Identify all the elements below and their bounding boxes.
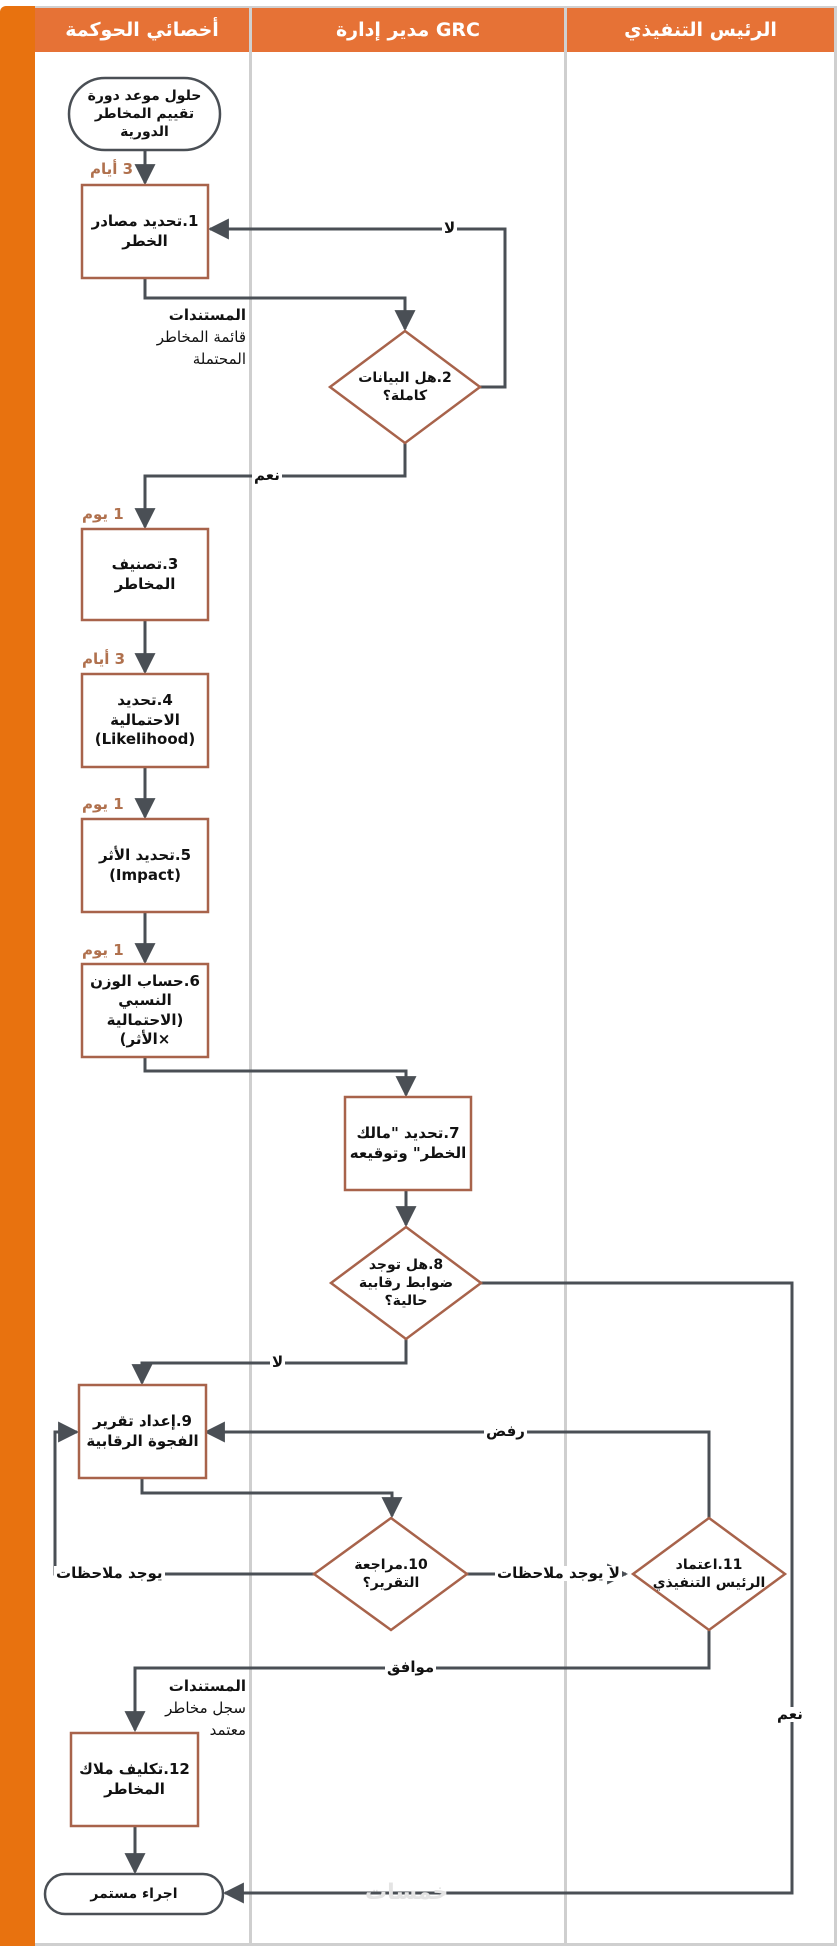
bottom-border xyxy=(35,1943,837,1946)
process-box-3 xyxy=(80,527,210,622)
process-step-3: 3.تصنيف المخاطر xyxy=(111,555,179,593)
process-step-5: 5.تحديد الأثر (Impact) xyxy=(98,846,192,884)
decision-step-2: 2.هل البيانات كاملة؟ xyxy=(358,369,452,404)
documents-note-2: المستندات سجل مخاطر معتمد xyxy=(140,1676,246,1741)
documents-title: المستندات xyxy=(168,1677,246,1695)
end-terminal-shape xyxy=(43,1872,225,1916)
process-step-9: 9.إعداد تقرير الفجوة الرقابية xyxy=(86,1412,199,1450)
edge-label-n10-has-notes: يوجد ملاحظات xyxy=(54,1564,165,1582)
edge-label-n2-no: لا xyxy=(442,219,458,237)
process-step-6: 6.حساب الوزن النسبي (الاحتمالية ×الأثر) xyxy=(90,971,200,1049)
connector-n8-yes xyxy=(222,1281,794,1904)
lane-header-grc: مدير إدارة GRC xyxy=(252,6,567,52)
duration-step-5: 1 يوم xyxy=(82,795,124,813)
connector-n9-n10 xyxy=(140,1478,403,1519)
process-step-4: 4.تحديد الاحتمالية (Likelihood) xyxy=(94,691,196,749)
connector-n1-n2 xyxy=(143,278,416,332)
end-terminal: اجراء مستمر xyxy=(90,1885,178,1902)
connector-n2-yes xyxy=(134,443,407,530)
edge-label-n8-yes: نعم xyxy=(775,1705,805,1723)
decision-step-10: 10.مراجعة التقرير؟ xyxy=(354,1556,428,1591)
decision-step-11: 11.اعتماد الرئيس التنفيذي xyxy=(652,1556,766,1591)
connector-n2-no xyxy=(207,218,507,389)
process-box-12 xyxy=(69,1731,200,1828)
decision-diamond-2 xyxy=(327,329,483,445)
duration-step-3: 1 يوم xyxy=(82,505,124,523)
process-box-6 xyxy=(80,962,210,1059)
edge-label-n11-reject: رفض xyxy=(484,1422,527,1440)
start-terminal: حلول موعد دورة تقييم المخاطر الدورية xyxy=(87,87,202,141)
lane-governance xyxy=(35,52,252,1946)
documents-note-1: المستندات قائمة المخاطر المحتملة xyxy=(140,305,246,370)
process-box-5 xyxy=(80,817,210,914)
process-step-7: 7.تحديد "مالك الخطر" وتوقيعه xyxy=(349,1124,467,1162)
lane-title: أخصائي الحوكمة xyxy=(65,19,219,41)
process-box-7 xyxy=(343,1095,473,1192)
process-box-4 xyxy=(80,672,210,769)
process-box-9 xyxy=(77,1383,208,1480)
edge-label-n10-no-notes: لا يوجد ملاحظات xyxy=(495,1564,622,1582)
decision-diamond-8 xyxy=(328,1225,484,1341)
connector-n10-has-notes xyxy=(53,1421,314,1576)
document-line: المحتملة xyxy=(192,349,246,368)
documents-title: المستندات xyxy=(168,306,246,324)
lane-title: مدير إدارة GRC xyxy=(335,19,481,41)
lane-header-governance: أخصائي الحوكمة xyxy=(35,6,252,52)
edge-label-n8-no: لا xyxy=(270,1353,286,1371)
edge-label-n11-approve: موافق xyxy=(385,1658,437,1676)
document-line: معتمد xyxy=(209,1720,246,1739)
edge-label-n2-yes: نعم xyxy=(252,466,282,484)
document-line: قائمة المخاطر xyxy=(156,327,246,346)
start-terminal-shape xyxy=(67,76,222,152)
watermark: خمسات xyxy=(365,1880,449,1905)
decision-diamond-11 xyxy=(630,1516,788,1632)
process-step-12: 12.تكليف ملاك المخاطر xyxy=(79,1760,190,1798)
decision-step-8: 8.هل توجد ضوابط رقابية حالية؟ xyxy=(358,1256,454,1310)
side-accent-bar xyxy=(0,6,35,1946)
lane-title: الرئيس التنفيذي xyxy=(624,19,777,41)
decision-diamond-10 xyxy=(311,1516,470,1632)
document-line: سجل مخاطر xyxy=(165,1698,246,1717)
duration-step-1: 3 أيام xyxy=(90,160,134,178)
lane-grc xyxy=(252,52,567,1946)
connector-n6-n7 xyxy=(143,1057,417,1098)
duration-step-4: 3 أيام xyxy=(82,650,126,668)
connector-n11-reject xyxy=(203,1421,711,1518)
lane-header-ceo: الرئيس التنفيذي xyxy=(567,6,837,52)
process-box-1 xyxy=(80,183,210,280)
process-step-1: 1.تحديد مصادر الخطر xyxy=(91,212,199,250)
duration-step-6: 1 يوم xyxy=(82,941,124,959)
